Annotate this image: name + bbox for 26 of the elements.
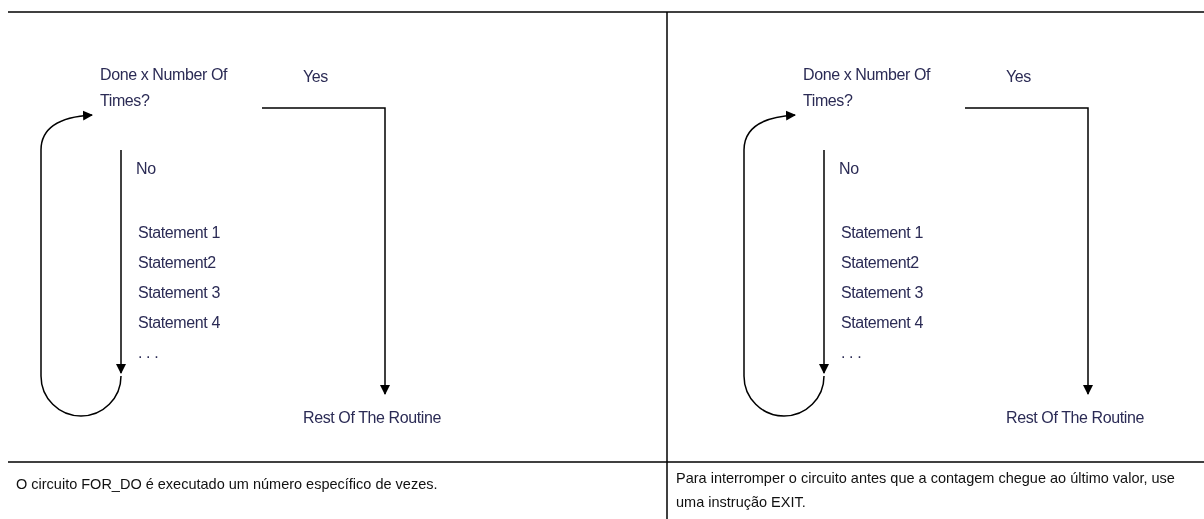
statement-text: Statement2: [138, 253, 217, 273]
statement-text: Statement2: [841, 253, 920, 273]
edge-label: Yes: [303, 68, 328, 86]
arrow: [261, 107, 390, 395]
question-text: Done x Number Of Times?: [100, 62, 260, 114]
statement-text: Statement 1: [841, 223, 924, 243]
result-text: Rest Of The Routine: [1006, 408, 1204, 428]
loop-arrow: [743, 110, 825, 417]
edge-label: No: [136, 160, 156, 178]
arrow: [819, 149, 829, 374]
statement-text: Statement 4: [138, 313, 221, 333]
question-text: Done x Number Of Times?: [803, 62, 963, 114]
caption-text: Para interromper o circuito antes que a contagem chegue ao último valor, use uma instrução EXIT.: [676, 469, 1176, 512]
edge-label: No: [839, 160, 859, 178]
edge-label: Yes: [1006, 68, 1031, 86]
arrow: [116, 149, 126, 374]
statement-text: . . .: [841, 343, 863, 363]
loop-arrow: [40, 110, 122, 417]
statement-text: Statement 3: [138, 283, 221, 303]
arrow: [964, 107, 1093, 395]
statement-text: . . .: [138, 343, 160, 363]
statement-text: Statement 4: [841, 313, 924, 333]
result-text: Rest Of The Routine: [303, 408, 503, 428]
caption-text: O circuito FOR_DO é executado um número específico de vezes.: [16, 475, 439, 494]
statement-text: Statement 3: [841, 283, 924, 303]
statement-text: Statement 1: [138, 223, 221, 243]
